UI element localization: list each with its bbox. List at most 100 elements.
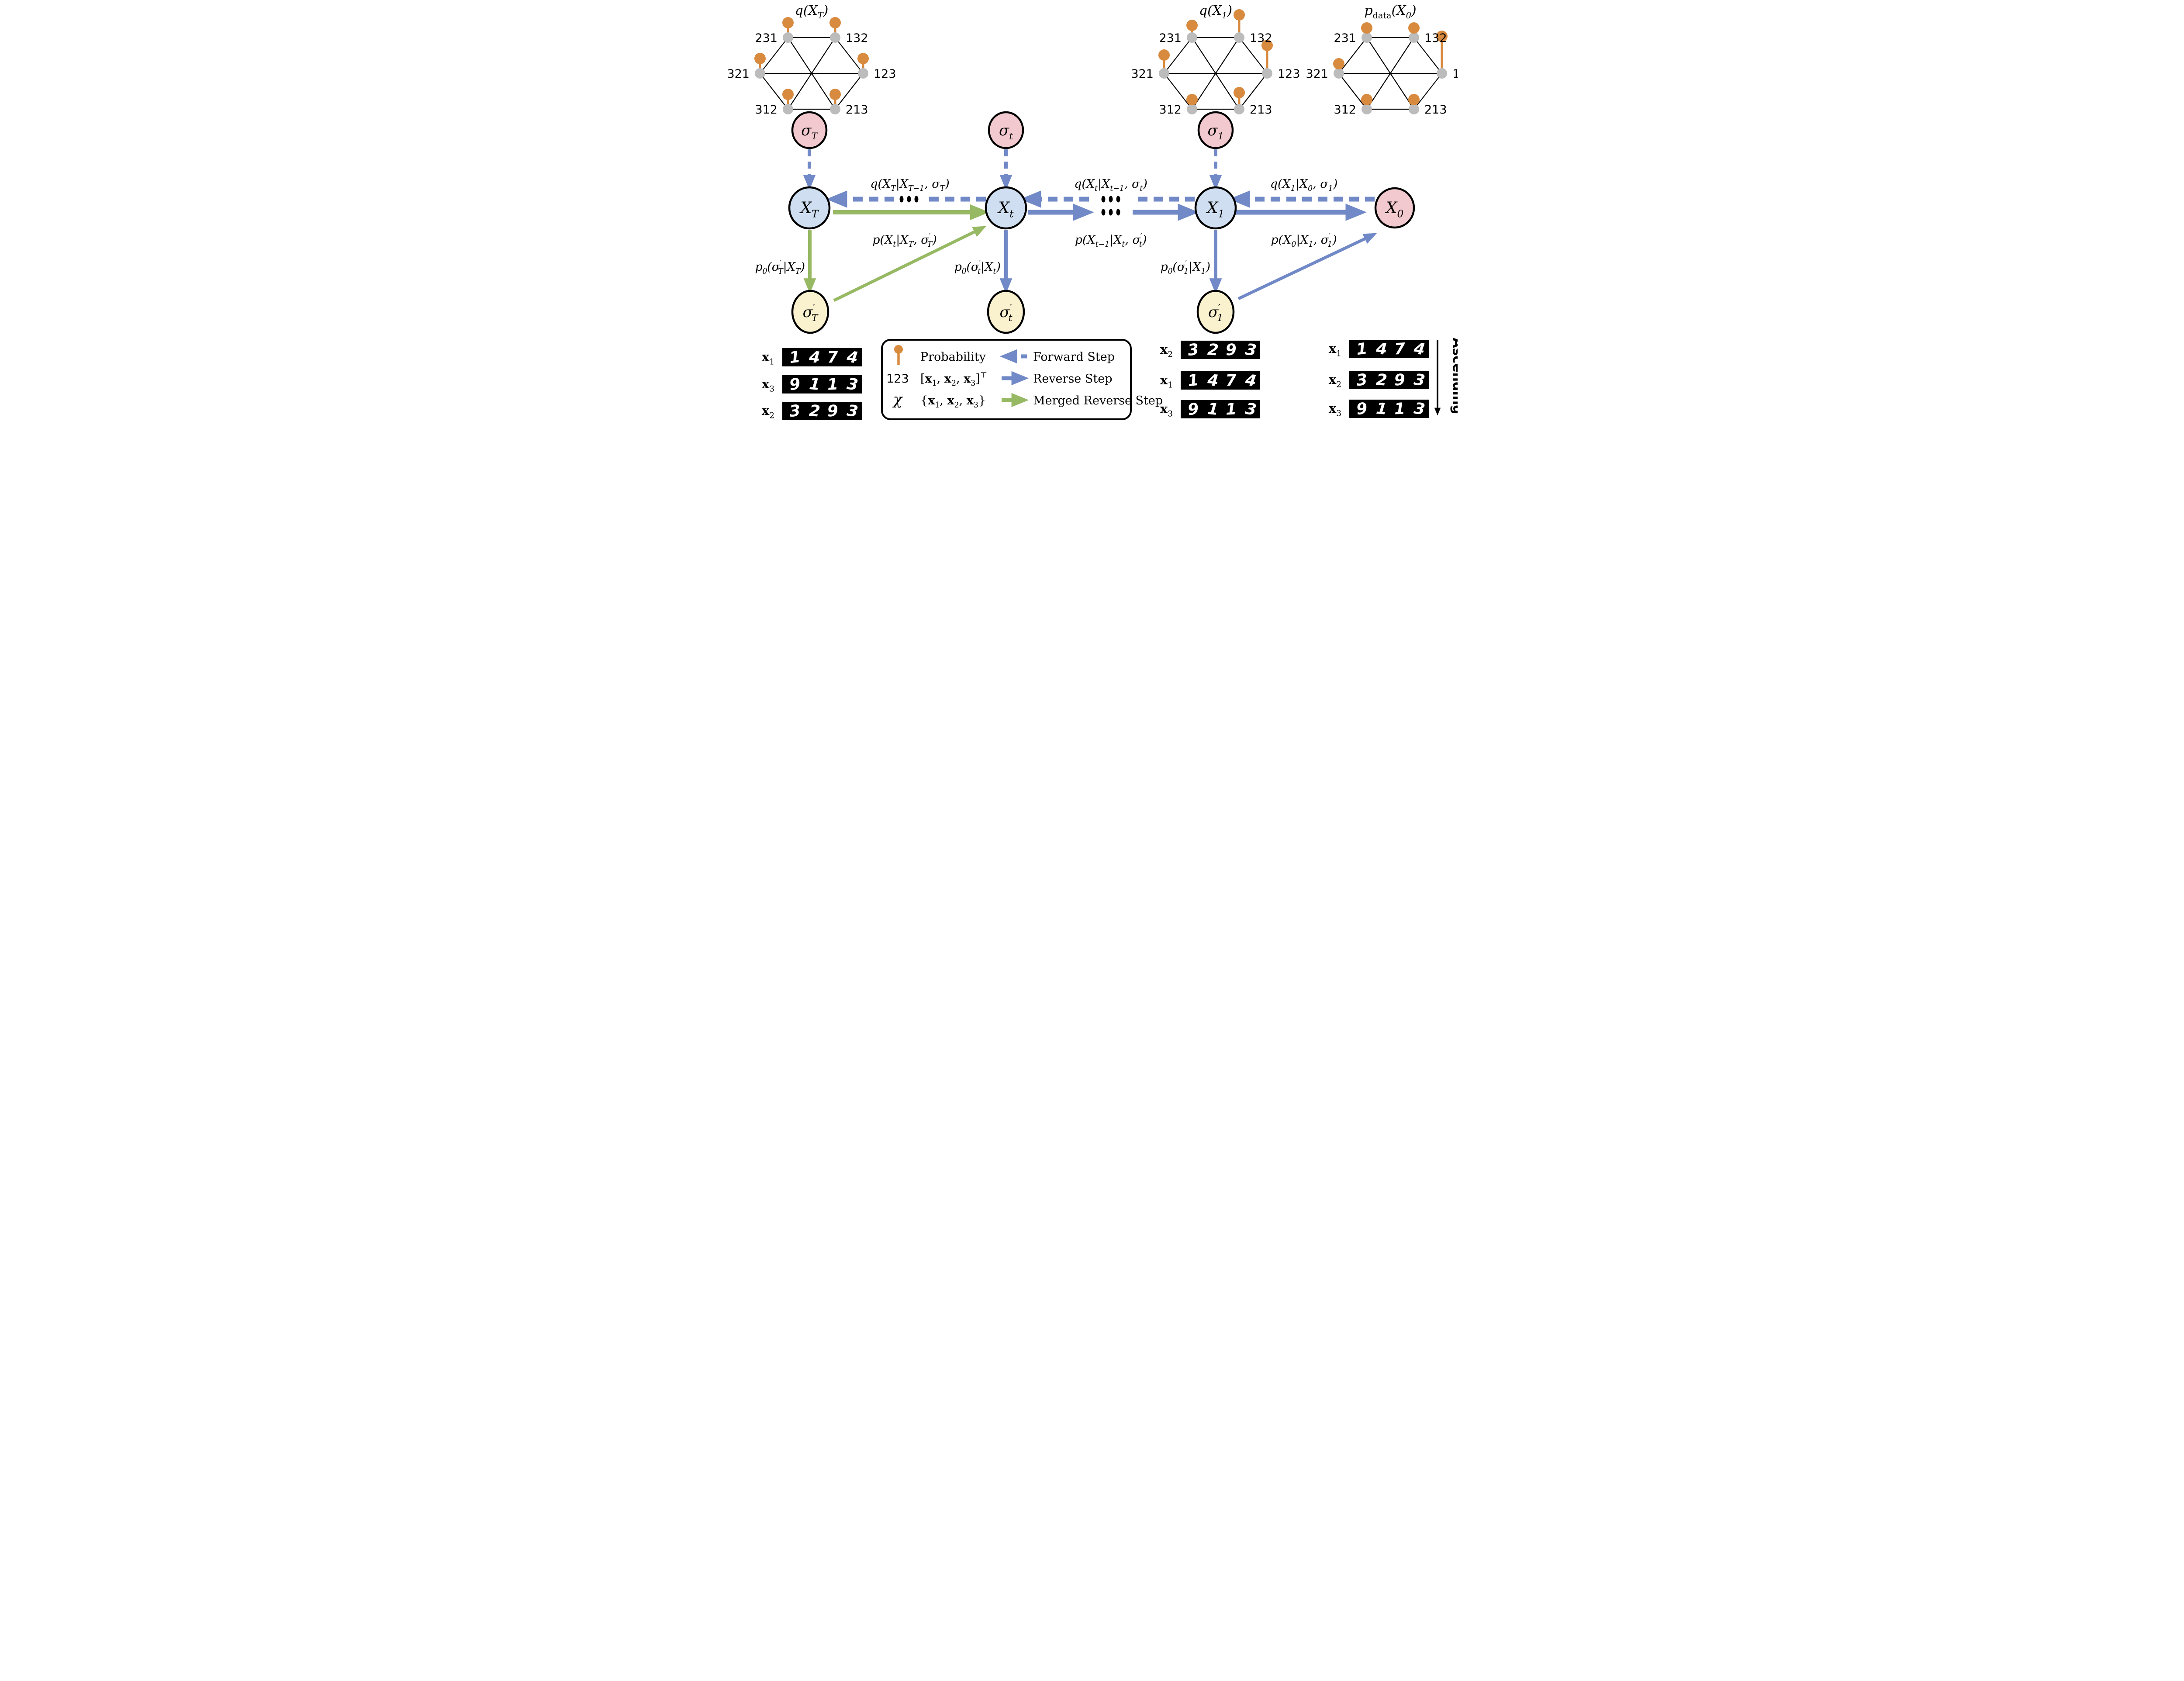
permutation-node — [783, 104, 793, 114]
permutation-node — [1234, 32, 1244, 43]
sample-label: x1 — [762, 349, 774, 367]
digit-strip — [1349, 400, 1429, 418]
hexagon-edge — [1239, 73, 1268, 110]
sample-label: x1 — [1329, 341, 1341, 359]
probability-ball-icon — [1361, 22, 1372, 34]
node-circle — [987, 290, 1025, 334]
handwritten-digit: 3 — [1244, 400, 1258, 419]
dot — [1116, 209, 1120, 216]
dot — [1101, 209, 1106, 216]
probability-ball-icon — [1186, 20, 1198, 31]
permutation-label: 231 — [1159, 31, 1182, 45]
label-p-Xt-given-XT: p(Xt|XT, σ′T) — [872, 232, 936, 249]
probability-ball-icon — [1234, 9, 1245, 21]
node-sigma-prime-1: σ′1 — [1196, 290, 1235, 334]
merged-reverse-arrow-sigmaTprime-Xt — [833, 226, 987, 302]
label-q-Xt-given-Xtm1: q(Xt|Xt−1, σt) — [1074, 177, 1147, 193]
legend-symbol: χ — [892, 391, 903, 408]
handwritten-digit: 3 — [1244, 341, 1258, 360]
sample-label: x3 — [1329, 401, 1341, 418]
sample-label: x3 — [762, 376, 774, 394]
handwritten-digit: 3 — [846, 375, 859, 394]
ascending-label: Ascending — [1450, 338, 1458, 414]
probability-ball-icon — [1436, 31, 1448, 42]
permutation-node — [1409, 104, 1419, 114]
node-circle — [1194, 186, 1237, 230]
label-q-X1-given-X0: q(X1|X0, σ1) — [1270, 177, 1338, 193]
handwritten-digit: 1 — [1187, 371, 1199, 390]
handwritten-digit: 4 — [1412, 339, 1426, 359]
node-circle — [1374, 187, 1415, 229]
digit-strip — [1181, 341, 1260, 359]
legend-term: Probability — [920, 350, 986, 364]
hexagon-edge — [1239, 37, 1268, 74]
node-sigma-prime-t: σ′t — [987, 290, 1025, 334]
ellipsis-dots — [899, 196, 919, 203]
legend-term: {x1, x2, x3} — [920, 394, 986, 410]
handwritten-digit: 4 — [1375, 340, 1388, 359]
handwritten-digit: 1 — [1394, 400, 1406, 418]
handwritten-digit: 9 — [1355, 400, 1368, 418]
probability-ball-icon — [782, 89, 794, 100]
label-ptheta-sigma1prime: pθ(σ′1|X1) — [1161, 259, 1210, 276]
permutation-label: 231 — [1334, 31, 1356, 45]
node-circle — [791, 290, 829, 334]
ellipsis-dots — [1101, 209, 1120, 216]
permutation-label: 312 — [755, 103, 778, 117]
permutation-node — [1334, 68, 1344, 79]
handwritten-digit: 9 — [1225, 341, 1237, 359]
permutation-node — [1159, 68, 1169, 79]
permutation-label: 132 — [1250, 31, 1272, 45]
node-circle — [1197, 111, 1234, 149]
legend-permutation-vector: 123[x1, x2, x3]⊤Reverse Step — [886, 371, 1112, 388]
permutation-node — [1409, 32, 1419, 43]
probability-ball-icon — [894, 345, 903, 354]
hexagon-edge — [835, 73, 864, 110]
digit-strip — [782, 402, 862, 420]
node-label: σ1 — [1207, 122, 1223, 142]
handwritten-digit: 4 — [1244, 371, 1258, 390]
permutation-label: 312 — [1159, 103, 1182, 117]
node-label: Xt — [997, 199, 1014, 220]
handwritten-digit: 3 — [788, 402, 801, 421]
probability-ball-icon — [857, 53, 869, 64]
handwritten-digit: 4 — [1206, 371, 1220, 390]
dot — [1116, 196, 1120, 203]
permutation-node — [830, 104, 840, 114]
sample-label: x1 — [1160, 373, 1173, 390]
handwritten-digit: 7 — [827, 348, 839, 366]
dot — [907, 196, 911, 203]
digit-strip — [1181, 371, 1260, 390]
node-X-T: XT — [788, 186, 831, 230]
permutation-label: 312 — [1334, 103, 1356, 117]
node-sigma-1: σ1 — [1197, 111, 1234, 149]
handwritten-digit: 9 — [1187, 400, 1199, 419]
label-q-XT-given-XTm1: q(XT|XT−1, σT) — [870, 177, 950, 193]
permutation-node — [783, 32, 793, 43]
handwritten-digit: 4 — [808, 348, 821, 367]
permutation-node — [830, 32, 840, 43]
dot — [899, 196, 904, 203]
label-ptheta-sigmaTprime: pθ(σ′T|XT) — [755, 259, 805, 276]
reverse-arrow-sigma1prime-X0 — [1237, 233, 1377, 300]
sample-label: x3 — [1160, 401, 1173, 419]
node-sigma-t: σt — [988, 111, 1024, 149]
permutation-label: 321 — [1131, 67, 1154, 81]
node-X-1: X1 — [1194, 186, 1237, 230]
ascending-axis: Ascending — [1434, 338, 1458, 416]
handwritten-digit: 3 — [1413, 371, 1426, 390]
permutation-node — [1262, 68, 1272, 79]
handwritten-digit: 9 — [827, 402, 839, 420]
hexagon-edge — [1164, 37, 1192, 74]
node-circle — [988, 111, 1024, 149]
distribution-title: pdata(X0) — [1364, 3, 1416, 21]
